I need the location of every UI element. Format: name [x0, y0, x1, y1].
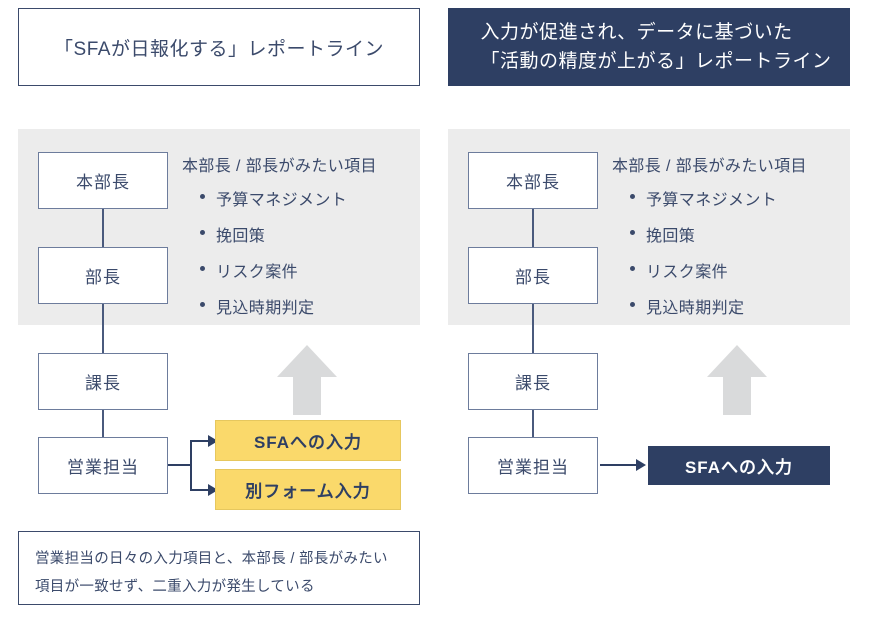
- right-action-label-0: SFAへの入力: [684, 458, 794, 477]
- right-requirements-list: 本部長 / 部長がみたい項目 予算マネジメント 挽回策 リスク案件 見込時期判定: [612, 152, 807, 330]
- right-list-title: 本部長 / 部長がみたい項目: [612, 158, 807, 175]
- left-footnote-line1: 営業担当の日々の入力項目と、本部長 / 部長がみたい: [35, 551, 388, 567]
- right-role-label-2: 課長: [515, 374, 551, 393]
- left-list-item-1: 挽回策: [200, 222, 377, 246]
- left-list-items: 予算マネジメント 挽回策 リスク案件 見込時期判定: [182, 186, 377, 318]
- left-role-label-3: 営業担当: [67, 458, 139, 477]
- left-list-item-0: 予算マネジメント: [200, 186, 377, 210]
- right-role-label-0: 本部長: [506, 173, 560, 192]
- right-role-box-3: 営業担当: [468, 437, 598, 494]
- left-role-box-2: 課長: [38, 353, 168, 410]
- left-connector-kacho-eigyo: [102, 410, 104, 437]
- right-list-item-2: リスク案件: [630, 258, 807, 282]
- left-action-box-1[interactable]: 別フォーム入力: [216, 470, 400, 509]
- left-connector-bucho-kacho: [102, 304, 104, 353]
- left-role-box-3: 営業担当: [38, 437, 168, 494]
- left-list-title: 本部長 / 部長がみたい項目: [182, 158, 377, 175]
- right-list-item-0: 予算マネジメント: [630, 186, 807, 210]
- right-flow-line: [600, 464, 638, 466]
- right-list-item-1: 挽回策: [630, 222, 807, 246]
- right-list-items: 予算マネジメント 挽回策 リスク案件 見込時期判定: [612, 186, 807, 318]
- left-list-item-2: リスク案件: [200, 258, 377, 282]
- header-right-panel: 入力が促進され、データに基づいた 「活動の精度が上がる」レポートライン: [448, 8, 850, 86]
- right-role-label-3: 営業担当: [497, 458, 569, 477]
- left-role-label-0: 本部長: [76, 173, 130, 192]
- flow-arrow-icon-lower: [208, 484, 218, 496]
- left-branch-upper: [190, 440, 210, 442]
- left-footnote-line2: 項目が一致せず、二重入力が発生している: [35, 578, 315, 595]
- left-list-item-3: 見込時期判定: [200, 294, 377, 318]
- left-role-label-2: 課長: [85, 374, 121, 393]
- header-right-title-line2: 「活動の精度が上がる」レポートライン: [480, 51, 832, 72]
- flow-arrow-icon-right: [636, 459, 646, 471]
- left-action-label-0: SFAへの入力: [253, 433, 363, 452]
- left-branch-spine: [190, 440, 192, 490]
- left-branch-stem: [168, 464, 192, 466]
- big-up-arrow-icon-right: [707, 345, 767, 415]
- left-role-box-1: 部長: [38, 247, 168, 304]
- right-role-box-1: 部長: [468, 247, 598, 304]
- left-role-box-0: 本部長: [38, 152, 168, 209]
- left-action-label-1: 別フォーム入力: [245, 482, 371, 501]
- header-left-panel: 「SFAが日報化する」レポートライン: [18, 8, 420, 86]
- right-connector-kacho-eigyo: [532, 410, 534, 437]
- big-up-arrow-icon: [277, 345, 337, 415]
- right-connector-honbucho-bucho: [532, 209, 534, 247]
- right-action-box-0[interactable]: SFAへの入力: [648, 446, 830, 485]
- right-connector-bucho-kacho: [532, 304, 534, 353]
- header-right-title-line1: 入力が促進され、データに基づいた: [480, 21, 793, 43]
- left-connector-honbucho-bucho: [102, 209, 104, 247]
- right-role-label-1: 部長: [515, 268, 551, 287]
- left-action-box-0[interactable]: SFAへの入力: [216, 421, 400, 460]
- right-role-box-0: 本部長: [468, 152, 598, 209]
- header-left-title: 「SFAが日報化する」レポートライン: [54, 38, 384, 60]
- left-footnote-box: 営業担当の日々の入力項目と、本部長 / 部長がみたい 項目が一致せず、二重入力が…: [18, 531, 420, 605]
- left-branch-lower: [190, 489, 210, 491]
- left-role-label-1: 部長: [85, 268, 121, 287]
- right-list-item-3: 見込時期判定: [630, 294, 807, 318]
- left-requirements-list: 本部長 / 部長がみたい項目 予算マネジメント 挽回策 リスク案件 見込時期判定: [182, 152, 377, 330]
- flow-arrow-icon-upper: [208, 435, 218, 447]
- right-role-box-2: 課長: [468, 353, 598, 410]
